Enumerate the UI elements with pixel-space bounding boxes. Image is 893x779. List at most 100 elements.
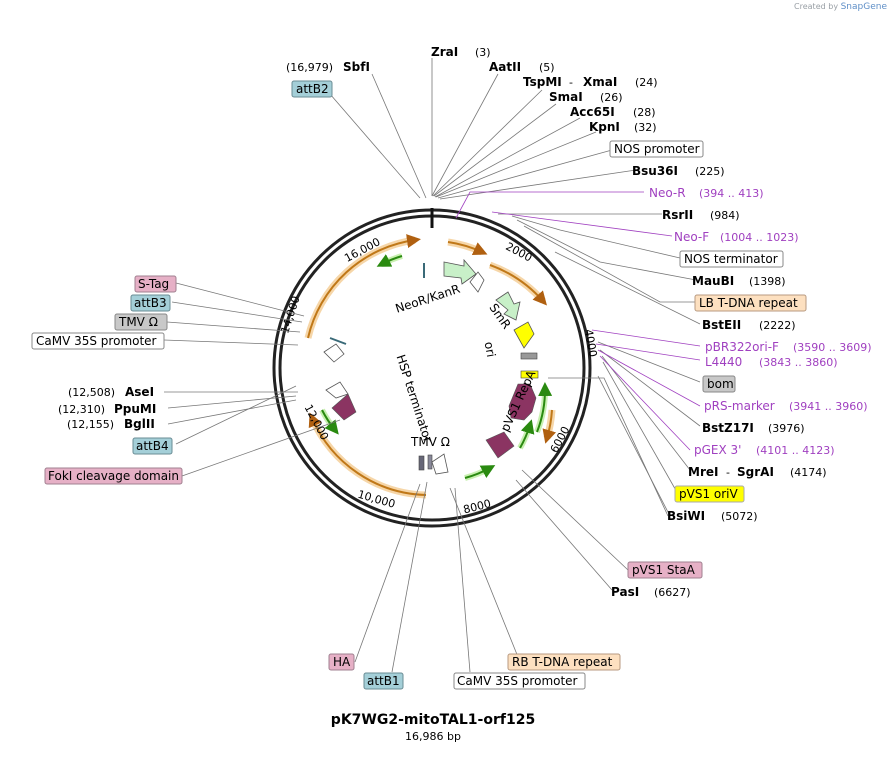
oriV-rect [520, 370, 539, 379]
camv-arrow [431, 453, 449, 475]
svg-text:(5): (5) [539, 61, 555, 74]
hsp-arrow-white [325, 381, 349, 399]
hsp-shape [331, 393, 357, 421]
ori-shape [513, 321, 535, 349]
attb-shape [323, 343, 345, 363]
site-bsiwi: BsiWI (5072) [667, 509, 758, 523]
feature-s-tag: S-Tag [134, 275, 177, 293]
site-bstz17i: BstZ17I (3976) [702, 421, 805, 435]
svg-text:LB T-DNA repeat: LB T-DNA repeat [699, 296, 798, 310]
site-rsrii: RsrII (984) [662, 208, 740, 222]
svg-text:RsrII: RsrII [662, 208, 693, 222]
site-mrei-sgrai: MreI - SgrAI (4174) [688, 465, 827, 479]
svg-text:AatII: AatII [489, 60, 521, 74]
feature-bom: bom [702, 375, 736, 393]
svg-text:(6627): (6627) [654, 586, 691, 599]
outer-arcs [304, 234, 556, 499]
svg-text:(24): (24) [635, 76, 658, 89]
inner-features [323, 258, 539, 475]
svg-text:SbfI: SbfI [343, 60, 370, 74]
svg-text:attB2: attB2 [296, 82, 329, 96]
ori-label: ori [482, 341, 498, 359]
snapgene-credit: Created by SnapGene [794, 2, 887, 12]
svg-text:PasI: PasI [611, 585, 639, 599]
svg-text:NOS terminator: NOS terminator [684, 252, 778, 266]
svg-text:(2222): (2222) [759, 319, 796, 332]
site-tspmi-xmai: TspMI - XmaI (24) [523, 75, 658, 89]
feature-foki: FokI cleavage domain [44, 467, 183, 485]
primer-prs-marker: pRS-marker (3941 .. 3960) [704, 399, 868, 413]
svg-text:(5072): (5072) [721, 510, 758, 523]
svg-text:(225): (225) [695, 165, 725, 178]
svg-text:(12,508): (12,508) [68, 386, 115, 399]
repa-arrow [508, 383, 537, 421]
svg-text:pRS-marker: pRS-marker [704, 399, 775, 413]
primer-neo-f: Neo-F (1004 .. 1023) [674, 230, 799, 244]
svg-text:S-Tag: S-Tag [138, 277, 169, 291]
svg-text:FokI cleavage domain: FokI cleavage domain [48, 469, 179, 483]
svg-text:BstEII: BstEII [702, 318, 741, 332]
svg-text:(394 .. 413): (394 .. 413) [699, 187, 764, 200]
site-bsteii: BstEII (2222) [702, 318, 796, 332]
svg-text:(16,979): (16,979) [286, 61, 333, 74]
svg-text:BstZ17I: BstZ17I [702, 421, 754, 435]
svg-text:KpnI: KpnI [589, 120, 620, 134]
svg-text:(984): (984) [710, 209, 740, 222]
feature-attb4: attB4 [132, 437, 173, 455]
staa-arrow [485, 431, 515, 459]
plasmid-name: pK7WG2-mitoTAL1-orf125 [330, 712, 536, 728]
hsp-terminator-label: HSP terminator [393, 353, 435, 444]
svg-text:Bsu36I: Bsu36I [632, 164, 678, 178]
svg-text:(12,310): (12,310) [58, 403, 105, 416]
svg-text:pGEX 3': pGEX 3' [694, 443, 741, 457]
svg-text:RB T-DNA repeat: RB T-DNA repeat [512, 655, 613, 669]
tmv-rect [418, 455, 425, 471]
svg-text:(3590 .. 3609): (3590 .. 3609) [793, 341, 872, 354]
neor-small-arrow [469, 271, 485, 293]
svg-text:(3): (3) [475, 46, 491, 59]
feature-ha: HA [328, 653, 355, 671]
svg-text:MreI: MreI [688, 465, 718, 479]
svg-text:pVS1 oriV: pVS1 oriV [679, 487, 739, 501]
svg-text:SgrAI: SgrAI [737, 465, 774, 479]
primer-lines [455, 191, 701, 451]
site-acc65i: Acc65I (28) [570, 105, 656, 119]
neor-label: NeoR/KanR [394, 282, 462, 316]
svg-text:attB4: attB4 [136, 439, 169, 453]
svg-text:BglII: BglII [124, 417, 155, 431]
tmv-label: TMV Ω [410, 435, 450, 449]
site-maubi: MauBI (1398) [692, 274, 786, 288]
site-bsu36i: Bsu36I (225) [632, 164, 725, 178]
svg-text:(28): (28) [633, 106, 656, 119]
primer-pbr322ori-f: pBR322ori-F (3590 .. 3609) [705, 340, 872, 354]
feature-lb-tdna: LB T-DNA repeat [694, 294, 807, 312]
svg-text:BsiWI: BsiWI [667, 509, 705, 523]
connector-lines [163, 58, 701, 673]
site-aatii: AatII (5) [489, 60, 555, 74]
green-arcs [319, 253, 553, 481]
neor-arrow [443, 258, 477, 285]
svg-text:bom: bom [707, 377, 734, 391]
svg-text:ZraI: ZraI [431, 45, 458, 59]
feature-pvs1-oriv: pVS1 oriV [674, 485, 745, 503]
site-asei: (12,508) AseI [68, 385, 154, 399]
site-pasi: PasI (6627) [611, 585, 691, 599]
svg-text:Acc65I: Acc65I [570, 105, 615, 119]
smr-arrow [495, 291, 521, 321]
primer-pgex-3: pGEX 3' (4101 .. 4123) [694, 443, 835, 457]
svg-text:pVS1 StaA: pVS1 StaA [632, 563, 696, 577]
svg-text:(4101 .. 4123): (4101 .. 4123) [756, 444, 835, 457]
attb3-mark [329, 337, 347, 345]
feature-camv35s-left: CaMV 35S promoter [31, 332, 165, 350]
primer-neo-r: Neo-R (394 .. 413) [649, 186, 764, 200]
feature-camv35s-bottom: CaMV 35S promoter [453, 672, 586, 690]
svg-text:pBR322ori-F: pBR322ori-F [705, 340, 779, 354]
svg-text:AseI: AseI [125, 385, 154, 399]
svg-text:(3976): (3976) [768, 422, 805, 435]
primer-l4440: L4440 (3843 .. 3860) [705, 355, 838, 369]
backbone-outer [272, 208, 592, 528]
svg-text:CaMV 35S promoter: CaMV 35S promoter [36, 334, 157, 348]
feature-rb-tdna: RB T-DNA repeat [507, 653, 621, 671]
site-sbfi: (16,979) SbfI [286, 60, 370, 74]
